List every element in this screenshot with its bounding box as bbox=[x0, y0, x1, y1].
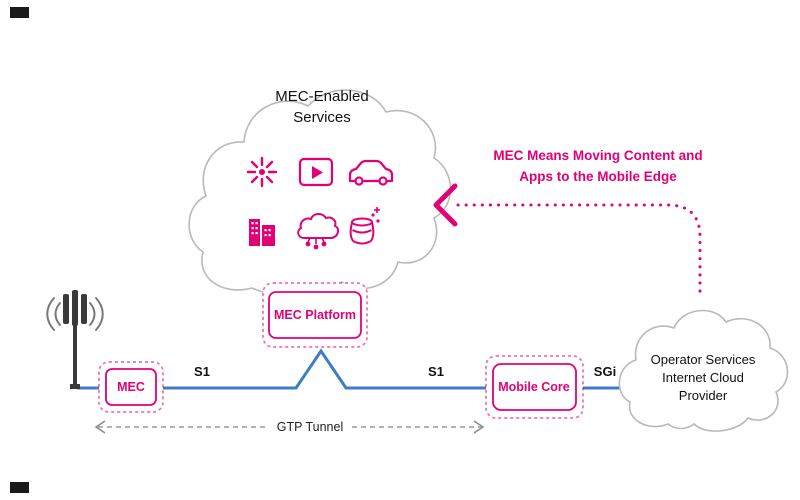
mec-platform-box: MEC Platform bbox=[262, 282, 368, 348]
operator-cloud-line3: Provider bbox=[679, 388, 728, 403]
annotation-dotted-line bbox=[456, 203, 702, 301]
operator-cloud-line1: Operator Services bbox=[651, 352, 756, 367]
mec-platform-inner-border bbox=[268, 291, 362, 339]
mobile-core-inner-border bbox=[492, 363, 577, 411]
connected-car-icon bbox=[348, 159, 394, 186]
data-sparkle-icon bbox=[349, 207, 380, 245]
mec-box-inner-border bbox=[105, 368, 157, 406]
services-cloud-title-line2: Services bbox=[293, 109, 351, 126]
annotation-arrowhead-icon bbox=[433, 183, 458, 227]
annotation-text-line1: MEC Means Moving Content and bbox=[493, 148, 702, 163]
mobile-core-box: Mobile Core bbox=[485, 355, 584, 419]
operator-cloud bbox=[618, 309, 789, 432]
corner-mark-bottom-left bbox=[10, 482, 29, 493]
operator-cloud-line2: Internet Cloud bbox=[662, 370, 744, 385]
mobile-core-label: Mobile Core bbox=[498, 380, 570, 394]
corner-mark-top-left bbox=[10, 7, 29, 18]
annotation-text-line2: Apps to the Mobile Edge bbox=[519, 169, 677, 184]
cell-tower-icon bbox=[46, 290, 104, 389]
gtp-tunnel-label: GTP Tunnel bbox=[277, 420, 343, 434]
gtp-tunnel-arrow: GTP Tunnel bbox=[94, 420, 485, 434]
video-streaming-icon bbox=[298, 157, 334, 187]
s1-left-label: S1 bbox=[194, 364, 210, 379]
backhaul-line bbox=[77, 348, 632, 390]
cloud-network-icon bbox=[297, 213, 340, 250]
mec-box: MEC bbox=[98, 361, 164, 413]
sgi-label: SGi bbox=[594, 364, 616, 379]
enterprise-building-icon bbox=[249, 219, 275, 246]
mec-box-label: MEC bbox=[117, 380, 145, 394]
iot-starburst-icon bbox=[246, 156, 278, 188]
services-cloud-title-line1: MEC-Enabled bbox=[275, 88, 368, 105]
s1-right-label: S1 bbox=[428, 364, 444, 379]
mec-platform-label: MEC Platform bbox=[274, 308, 356, 322]
